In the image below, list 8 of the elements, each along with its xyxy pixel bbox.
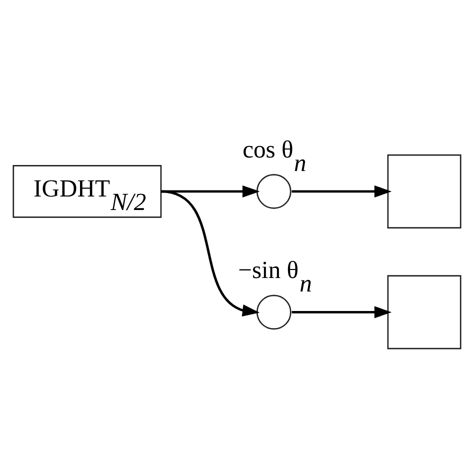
node-circle — [256, 174, 292, 209]
node-box — [387, 154, 462, 228]
node-circle — [256, 294, 292, 330]
arrow — [292, 306, 392, 318]
arrow — [160, 190, 260, 316]
arrow — [292, 185, 392, 198]
node-box — [387, 275, 462, 350]
arrow — [160, 185, 260, 198]
